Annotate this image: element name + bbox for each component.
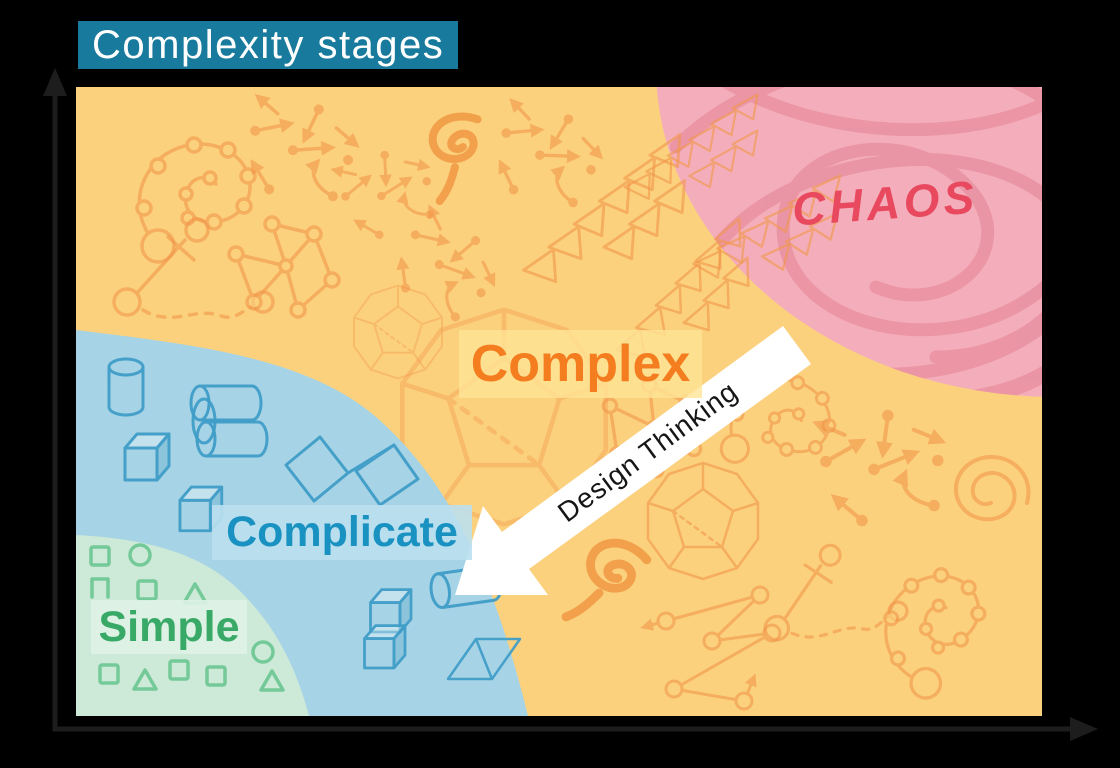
- y-axis-arrowhead: [43, 68, 67, 96]
- simple-label: Simple: [91, 600, 247, 654]
- simple-doodles: [89, 543, 285, 692]
- complicate-label: Complicate: [212, 505, 472, 560]
- design-thinking-arrow: [455, 326, 811, 595]
- complex-label: Complex: [459, 330, 702, 398]
- x-axis-arrowhead: [1070, 717, 1098, 741]
- page-title: Complexity stages: [78, 21, 459, 69]
- complicate-doodles: [107, 357, 522, 681]
